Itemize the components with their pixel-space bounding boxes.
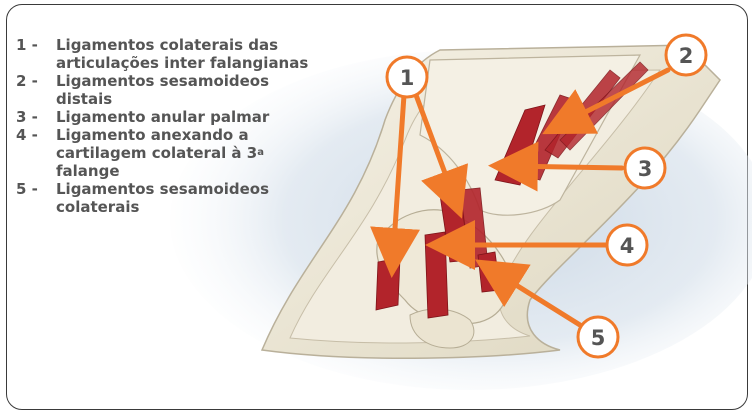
legend-item-number: 1 - <box>16 36 56 72</box>
callout-2-label: 2 <box>679 44 694 68</box>
legend-item-number: 5 - <box>16 180 56 216</box>
callout-4-label: 4 <box>620 234 635 258</box>
callout-5-label: 5 <box>591 326 606 350</box>
legend-item-text: Ligamentos sesamoideos colaterais <box>56 180 316 216</box>
legend-item-number: 4 - <box>16 126 56 180</box>
legend-item-text-main: Ligamento anexando a cartilagem colatera… <box>56 126 257 162</box>
callout-5: 5 <box>578 317 618 357</box>
arrow-3 <box>508 166 622 168</box>
legend-item-text: Ligamento anular palmar <box>56 108 316 126</box>
legend-item-superscript: a <box>257 147 264 158</box>
legend-item-5: 5 - Ligamentos sesamoideos colaterais <box>16 180 316 216</box>
callout-1-label: 1 <box>400 66 415 90</box>
callout-1: 1 <box>387 57 427 97</box>
legend-item-number: 3 - <box>16 108 56 126</box>
callout-3-label: 3 <box>638 157 653 181</box>
callout-4: 4 <box>607 225 647 265</box>
legend-item-text: Ligamentos sesamoideos distais <box>56 72 316 108</box>
legend-item-1: 1 - Ligamentos colaterais das articulaçõ… <box>16 36 316 72</box>
legend-item-text-suffix: falange <box>56 162 120 180</box>
legend-item-text: Ligamento anexando a cartilagem colatera… <box>56 126 316 180</box>
legend-item-2: 2 - Ligamentos sesamoideos distais <box>16 72 316 108</box>
legend-item-4: 4 - Ligamento anexando a cartilagem cola… <box>16 126 316 180</box>
legend-item-text: Ligamentos colaterais das articulações i… <box>56 36 316 72</box>
legend-item-3: 3 - Ligamento anular palmar <box>16 108 316 126</box>
legend: 1 - Ligamentos colaterais das articulaçõ… <box>16 36 316 216</box>
callout-3: 3 <box>625 148 665 188</box>
legend-item-number: 2 - <box>16 72 56 108</box>
callout-2: 2 <box>666 35 706 75</box>
